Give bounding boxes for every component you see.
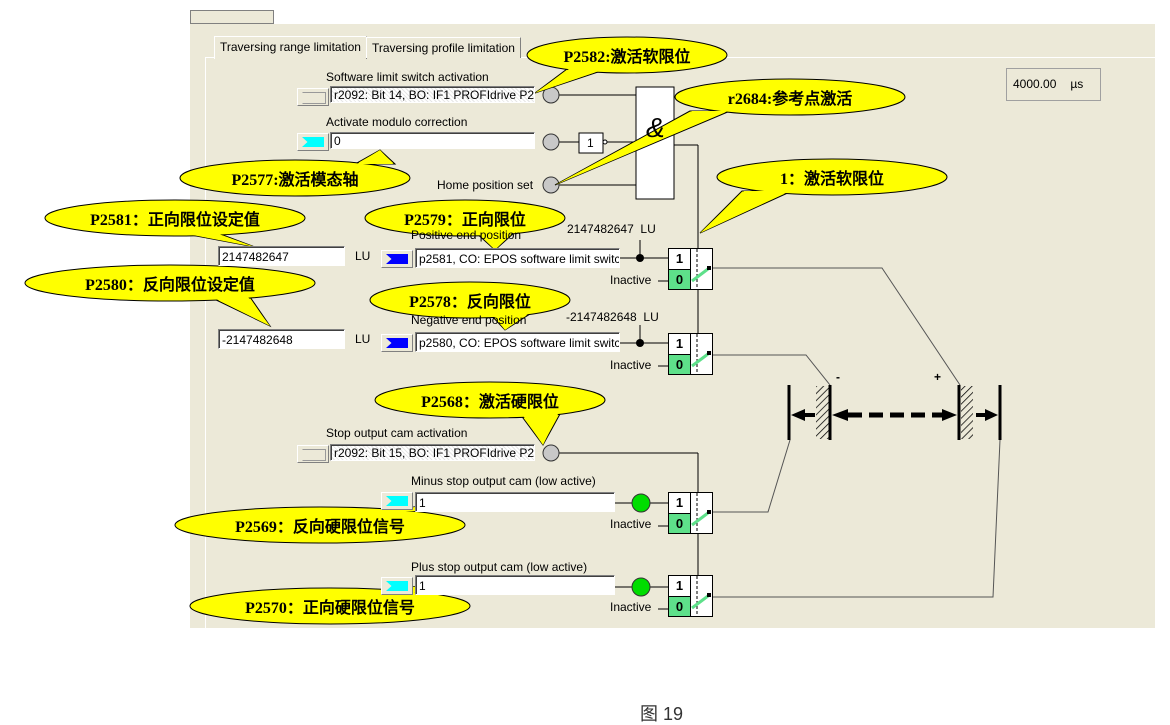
tab-traversing-profile-limitation[interactable]: Traversing profile limitation bbox=[366, 37, 521, 58]
callout-bubble bbox=[179, 159, 411, 197]
plus-cam-label: Plus stop output cam (low active) bbox=[411, 560, 588, 574]
callout-bubble bbox=[174, 506, 466, 544]
travel-range-axis-icon bbox=[787, 385, 1002, 440]
home-indicator-icon bbox=[542, 176, 560, 194]
minus-cam-label: Minus stop output cam (low active) bbox=[411, 474, 596, 488]
callout-label: P2570：正向硬限位信号 bbox=[245, 600, 415, 617]
junction-dot bbox=[636, 339, 644, 347]
minus-cam-value-field[interactable]: 1 bbox=[415, 492, 615, 512]
switch-state-zero: 0 bbox=[669, 597, 691, 616]
switch-state-zero: 0 bbox=[669, 355, 691, 374]
callout-bubble bbox=[24, 264, 316, 302]
callout-label: P2577:激活模态轴 bbox=[231, 172, 359, 189]
plus-cam-led-icon bbox=[631, 577, 651, 597]
positive-connector-button[interactable] bbox=[381, 250, 413, 268]
tab-traversing-range-limitation[interactable]: Traversing range limitation bbox=[214, 36, 367, 59]
sample-time-value: 4000.00 bbox=[1013, 77, 1057, 91]
sample-time-unit: µs bbox=[1070, 77, 1084, 91]
positive-value-unit: LU bbox=[640, 222, 656, 236]
modulo-connector-button[interactable] bbox=[297, 133, 329, 151]
software-limit-source-field[interactable]: r2092: Bit 14, BO: IF1 PROFIdrive P2 bbox=[330, 86, 535, 103]
switch-state-one: 1 bbox=[669, 576, 691, 597]
negative-setpoint-unit: LU bbox=[355, 332, 371, 346]
negative-end-label: Negative end position bbox=[411, 313, 527, 327]
stop-cam-indicator-icon bbox=[542, 444, 560, 462]
callout-bubble bbox=[674, 78, 906, 116]
callout-bubble bbox=[369, 281, 571, 319]
callout-label: P2582:激活软限位 bbox=[563, 49, 691, 66]
plus-cam-value-field[interactable]: 1 bbox=[415, 575, 615, 595]
callout-label: 1：激活软限位 bbox=[779, 171, 885, 188]
minus-cam-connector-button[interactable] bbox=[381, 492, 413, 510]
stop-cam-connector-button[interactable] bbox=[297, 445, 329, 463]
figure-caption: 图 19 bbox=[640, 704, 684, 724]
negative-switch: 1 0 bbox=[668, 333, 713, 375]
positive-value: 2147482647 LU bbox=[567, 222, 656, 236]
callout-bubble bbox=[44, 199, 306, 237]
callout-bubble bbox=[716, 158, 948, 196]
sample-time-display: 4000.00 µs bbox=[1006, 68, 1101, 101]
modulo-value-field[interactable]: 0 bbox=[330, 132, 535, 149]
minus-cam-switch: 1 0 bbox=[668, 492, 713, 534]
axis-minus-label: - bbox=[836, 370, 840, 384]
home-position-label: Home position set bbox=[437, 178, 534, 192]
switch-state-one: 1 bbox=[669, 249, 691, 270]
positive-setpoint-unit: LU bbox=[355, 249, 371, 263]
callout-bubble bbox=[189, 587, 471, 625]
positive-switch: 1 0 bbox=[668, 248, 713, 290]
positive-setpoint-field[interactable]: 2147482647 bbox=[218, 246, 345, 266]
software-limit-label: Software limit switch activation bbox=[326, 70, 489, 84]
callout-label: r2684:参考点激活 bbox=[727, 91, 853, 108]
callout-label: P2580：反向限位设定值 bbox=[85, 277, 255, 294]
switch-state-zero: 0 bbox=[669, 514, 691, 533]
stop-cam-label: Stop output cam activation bbox=[326, 426, 468, 440]
callout-bubble bbox=[374, 381, 606, 419]
positive-source-field[interactable]: p2581, CO: EPOS software limit switc bbox=[415, 248, 620, 268]
junction-dot bbox=[636, 254, 644, 262]
stop-cam-source-field[interactable]: r2092: Bit 15, BO: IF1 PROFIdrive P2 bbox=[330, 444, 535, 461]
callout-bubble bbox=[364, 199, 566, 237]
axis-plus-label: + bbox=[934, 370, 942, 384]
minus-cam-inactive-label: Inactive bbox=[610, 517, 652, 531]
callout-bubble bbox=[526, 36, 728, 74]
negative-source-field[interactable]: p2580, CO: EPOS software limit switc bbox=[415, 332, 620, 352]
negative-connector-button[interactable] bbox=[381, 334, 413, 352]
negative-value-number: -2147482648 bbox=[566, 310, 637, 324]
callout-label: P2579：正向限位 bbox=[404, 212, 526, 229]
negative-setpoint-field[interactable]: -2147482648 bbox=[218, 329, 345, 349]
plus-cam-connector-button[interactable] bbox=[381, 577, 413, 595]
switch-state-one: 1 bbox=[669, 493, 691, 514]
modulo-label: Activate modulo correction bbox=[326, 115, 468, 129]
callout-label: P2568：激活硬限位 bbox=[421, 394, 559, 411]
positive-value-number: 2147482647 bbox=[567, 222, 634, 236]
and-gate-symbol: & bbox=[646, 112, 665, 143]
positive-end-label: Positive end position bbox=[411, 228, 522, 242]
not-gate-label: 1 bbox=[587, 136, 594, 150]
plus-cam-inactive-label: Inactive bbox=[610, 600, 652, 614]
callout-label: P2581：正向限位设定值 bbox=[90, 212, 260, 229]
switch-state-zero: 0 bbox=[669, 270, 691, 289]
callout-label: P2569：反向硬限位信号 bbox=[235, 519, 405, 536]
callout-label: P2578：反向限位 bbox=[409, 294, 531, 311]
positive-inactive-label: Inactive bbox=[610, 273, 652, 287]
negative-inactive-label: Inactive bbox=[610, 358, 652, 372]
modulo-indicator-icon bbox=[542, 133, 560, 151]
switch-state-one: 1 bbox=[669, 334, 691, 355]
plus-cam-switch: 1 0 bbox=[668, 575, 713, 617]
negative-value: -2147482648 LU bbox=[566, 310, 659, 324]
software-limit-connector-button[interactable] bbox=[297, 88, 329, 106]
minus-cam-led-icon bbox=[631, 493, 651, 513]
negative-value-unit: LU bbox=[643, 310, 659, 324]
toolbar-fragment bbox=[190, 10, 274, 24]
